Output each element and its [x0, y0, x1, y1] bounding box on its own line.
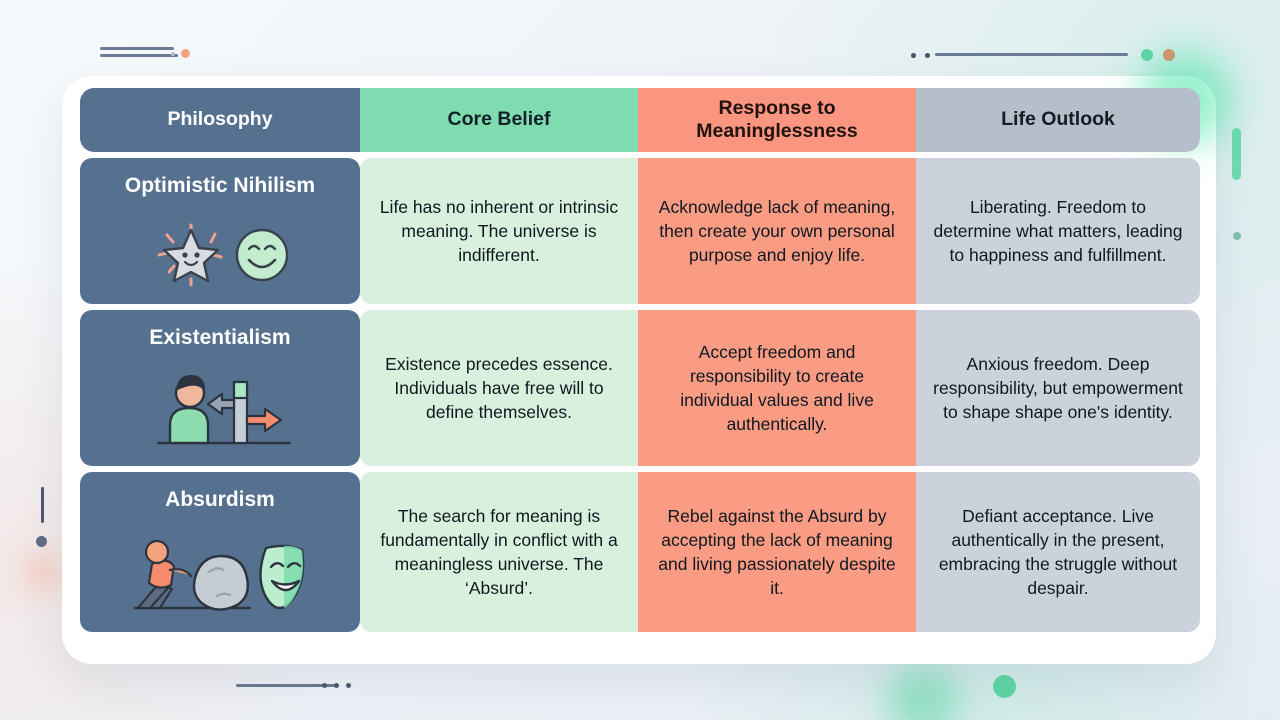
response-cell[interactable]: Rebel against the Absurd by accepting th…: [638, 472, 916, 632]
column-header-life-outlook[interactable]: Life Outlook: [916, 88, 1200, 152]
philosophy-cell[interactable]: Absurdism: [80, 472, 360, 632]
life-outlook-text: Defiant acceptance. Live authentically i…: [938, 505, 1178, 599]
table-row: Optimistic Nihilism: [80, 158, 1200, 304]
life-outlook-cell[interactable]: Anxious freedom. Deep responsibility, bu…: [916, 310, 1200, 466]
philosophy-name: Existentialism: [149, 326, 291, 349]
top-right-line: [935, 53, 1128, 56]
theater-comedy-mask-icon: [259, 545, 305, 610]
smiling-face-icon: [235, 229, 289, 282]
column-header-life-outlook-label: Life Outlook: [1001, 108, 1115, 131]
core-belief-text: The search for meaning is fundamentally …: [380, 505, 618, 599]
boulder-icon: [192, 555, 249, 612]
response-text: Acknowledge lack of meaning, then create…: [658, 196, 896, 266]
person-pushing-boulder-icon: [136, 540, 193, 610]
life-outlook-text: Liberating. Freedom to determine what ma…: [933, 196, 1183, 266]
table-row: Existentialism: [80, 310, 1200, 466]
philosophy-cell[interactable]: Optimistic Nihilism: [80, 158, 360, 304]
response-text: Accept freedom and responsibility to cre…: [680, 341, 874, 435]
table-header-row: Philosophy Core Belief Response to Meani…: [80, 88, 1200, 152]
philosophy-name: Absurdism: [165, 488, 275, 511]
table-row: Absurdism: [80, 472, 1200, 632]
response-text: Rebel against the Absurd by accepting th…: [658, 505, 896, 599]
core-belief-cell[interactable]: Existence precedes essence. Individuals …: [360, 310, 638, 466]
top-right-dot-1: [911, 53, 916, 58]
bottom-left-line: [236, 684, 335, 687]
column-header-core-belief-label: Core Belief: [447, 108, 551, 131]
bottom-right-green-glow: [886, 665, 960, 720]
top-right-green-dot: [1141, 49, 1153, 61]
life-outlook-cell[interactable]: Liberating. Freedom to determine what ma…: [916, 158, 1200, 304]
left-orange-glow: [31, 562, 53, 584]
column-header-philosophy-label: Philosophy: [167, 108, 273, 131]
right-teal-dot: [1233, 232, 1241, 240]
top-left-orange-dot: [181, 49, 190, 58]
philosophy-illustration: [140, 355, 300, 458]
bottom-left-dot-2: [334, 683, 339, 688]
top-left-gray-dot: [171, 52, 175, 56]
response-cell[interactable]: Acknowledge lack of meaning, then create…: [638, 158, 916, 304]
core-belief-cell[interactable]: The search for meaning is fundamentally …: [360, 472, 638, 632]
bottom-right-green-dot: [993, 675, 1016, 698]
top-right-dot-2: [925, 53, 930, 58]
column-header-response[interactable]: Response to Meaninglessness: [638, 88, 916, 152]
philosophy-illustration: [125, 517, 315, 624]
sparkle-rays-icon: [157, 223, 223, 287]
top-left-line-2: [100, 54, 178, 57]
philosophy-illustration: [145, 203, 295, 296]
column-header-core-belief[interactable]: Core Belief: [360, 88, 638, 152]
person-at-signpost-icon: [168, 375, 210, 445]
left-slate-dot: [36, 536, 47, 547]
life-outlook-text: Anxious freedom. Deep responsibility, bu…: [933, 353, 1183, 423]
core-belief-text: Existence precedes essence. Individuals …: [385, 353, 613, 423]
sparkling-star-smiley-icon: [162, 229, 220, 283]
direction-arrows-icon: [206, 381, 283, 445]
core-belief-cell[interactable]: Life has no inherent or intrinsic meanin…: [360, 158, 638, 304]
philosophy-cell[interactable]: Existentialism: [80, 310, 360, 466]
philosophy-name: Optimistic Nihilism: [124, 174, 316, 197]
column-header-response-label: Response to Meaninglessness: [696, 96, 858, 142]
bottom-left-dot-3: [346, 683, 351, 688]
response-cell[interactable]: Accept freedom and responsibility to cre…: [638, 310, 916, 466]
column-header-philosophy[interactable]: Philosophy: [80, 88, 360, 152]
philosophy-comparison-table: Philosophy Core Belief Response to Meani…: [80, 88, 1200, 632]
core-belief-text: Life has no inherent or intrinsic meanin…: [379, 196, 619, 266]
top-left-line-1: [100, 47, 174, 50]
life-outlook-cell[interactable]: Defiant acceptance. Live authentically i…: [916, 472, 1200, 632]
right-green-pill: [1232, 128, 1241, 180]
left-vertical-line: [41, 487, 44, 523]
bottom-left-dot-1: [322, 683, 327, 688]
